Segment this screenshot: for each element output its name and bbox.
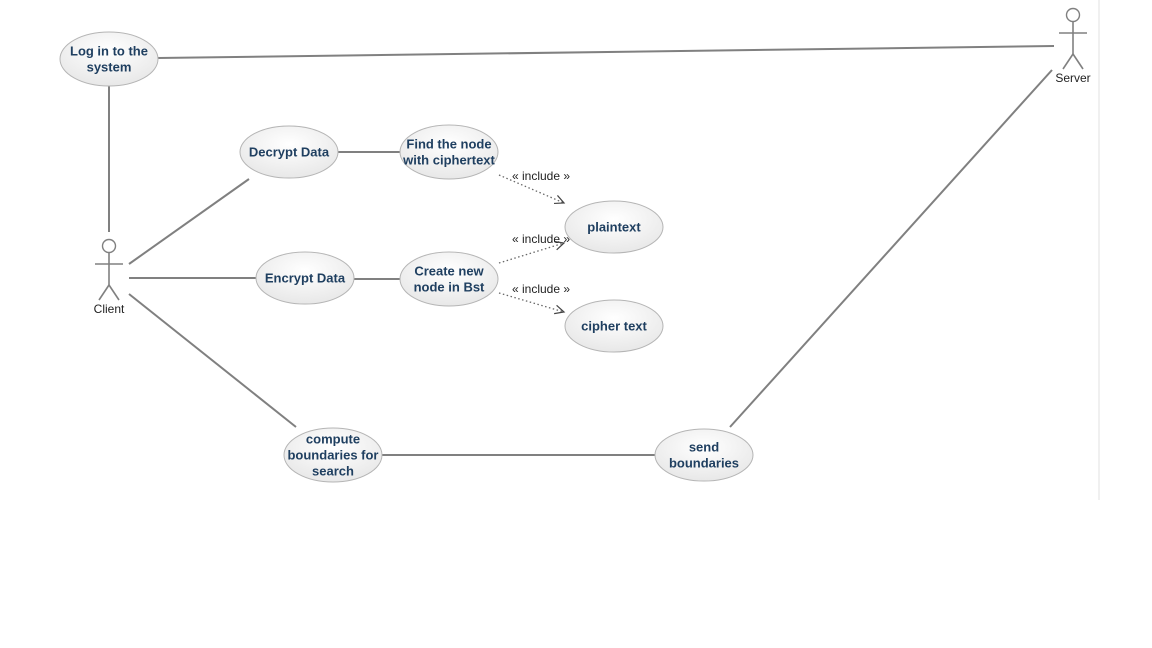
include-line: [498, 292, 565, 313]
use-case-label: send: [689, 440, 719, 455]
stick-figure-icon: [1059, 7, 1087, 70]
use-case-encrypt[interactable]: Encrypt Data: [255, 251, 355, 305]
use-case-label: Create new: [414, 264, 484, 279]
use-case-ellipse[interactable]: [399, 124, 499, 180]
include-line: [498, 242, 565, 264]
include-find-plaintext: « include »: [498, 169, 570, 205]
association-login-server: [157, 45, 1055, 59]
use-case-cipher[interactable]: cipher text: [564, 299, 664, 353]
use-case-label: with ciphertext: [402, 153, 495, 168]
actor-label: Client: [94, 302, 125, 316]
use-case-ellipse[interactable]: [59, 31, 159, 87]
open-arrowhead-icon: [553, 195, 566, 205]
actor-label: Server: [1055, 71, 1090, 85]
association-send-server: [729, 69, 1053, 428]
use-case-label: search: [312, 464, 354, 479]
actor-server[interactable]: Server: [1055, 7, 1091, 86]
open-arrowhead-icon: [554, 304, 566, 315]
stick-figure-icon: [95, 238, 123, 301]
use-case-decrypt[interactable]: Decrypt Data: [239, 125, 339, 179]
use-case-label: Log in to the: [70, 44, 148, 59]
use-case-ellipse[interactable]: [564, 200, 664, 254]
use-case-label: node in Bst: [414, 280, 485, 295]
use-case-ellipse[interactable]: [399, 251, 499, 307]
use-case-label: Encrypt Data: [265, 271, 346, 286]
include-label: « include »: [512, 282, 570, 296]
include-label: « include »: [512, 169, 570, 183]
use-case-label: plaintext: [587, 220, 641, 235]
use-case-label: boundaries for: [287, 448, 378, 463]
use-case-ellipse[interactable]: [255, 251, 355, 305]
use-case-ellipse[interactable]: [283, 427, 383, 483]
use-case-label: system: [87, 60, 132, 75]
association-client-decrypt: [128, 178, 250, 265]
use-case-plaintext[interactable]: plaintext: [564, 200, 664, 254]
use-case-label: compute: [306, 432, 360, 447]
actors: Client Server: [94, 7, 1091, 317]
use-case-label: Decrypt Data: [249, 145, 330, 160]
use-case-ellipse[interactable]: [654, 428, 754, 482]
include-create-cipher: « include »: [498, 282, 570, 315]
include-relations: « include » « include » « include »: [498, 169, 570, 315]
associations: [108, 45, 1055, 456]
use-case-label: cipher text: [581, 319, 647, 334]
association-client-compute: [128, 293, 297, 428]
actor-client[interactable]: Client: [94, 238, 125, 317]
use-case-ellipse[interactable]: [239, 125, 339, 179]
include-label: « include »: [512, 232, 570, 246]
use-case-label: Find the node: [406, 137, 491, 152]
include-create-plaintext: « include »: [498, 232, 570, 264]
use-case-ellipse[interactable]: [564, 299, 664, 353]
use-case-label: boundaries: [669, 456, 739, 471]
open-arrowhead-icon: [554, 240, 566, 251]
